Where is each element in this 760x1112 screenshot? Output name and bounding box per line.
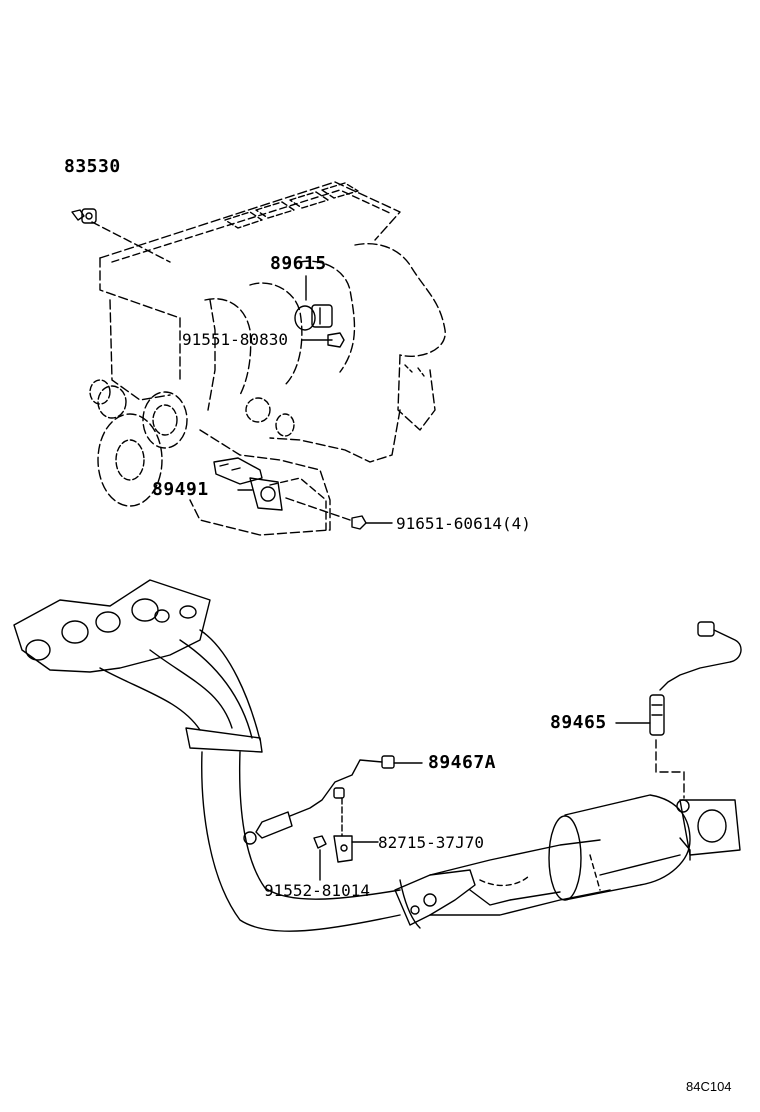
catalytic-converter-drawing (394, 794, 741, 929)
part-89491-cam-position-sensor (213, 457, 393, 531)
part-82715-bracket (333, 835, 379, 863)
diagram-code: 84C104 (686, 1079, 732, 1094)
part-label-82715: 82715-37J70 (378, 833, 484, 852)
part-91552-bolt (313, 835, 327, 881)
part-89467a-oxygen-sensor (255, 755, 423, 839)
part-label-89615: 89615 (270, 253, 327, 274)
exhaust-manifold-drawing (13, 579, 401, 932)
part-label-89465: 89465 (550, 712, 607, 733)
part-91551-bolt (301, 332, 345, 348)
part-label-89467a: 89467A (428, 752, 497, 773)
part-83530-water-temp-sensor (71, 208, 97, 224)
part-89615-sensor (294, 275, 333, 331)
part-label-91651: 91651-60614(4) (396, 514, 531, 533)
part-label-89491: 89491 (152, 479, 209, 500)
part-label-83530: 83530 (64, 156, 121, 177)
engine-block-drawing (89, 181, 446, 536)
part-89465-oxygen-sensor (615, 621, 742, 813)
part-label-91551: 91551-80830 (182, 330, 288, 349)
part-label-91552: 91552-81014 (264, 881, 370, 900)
